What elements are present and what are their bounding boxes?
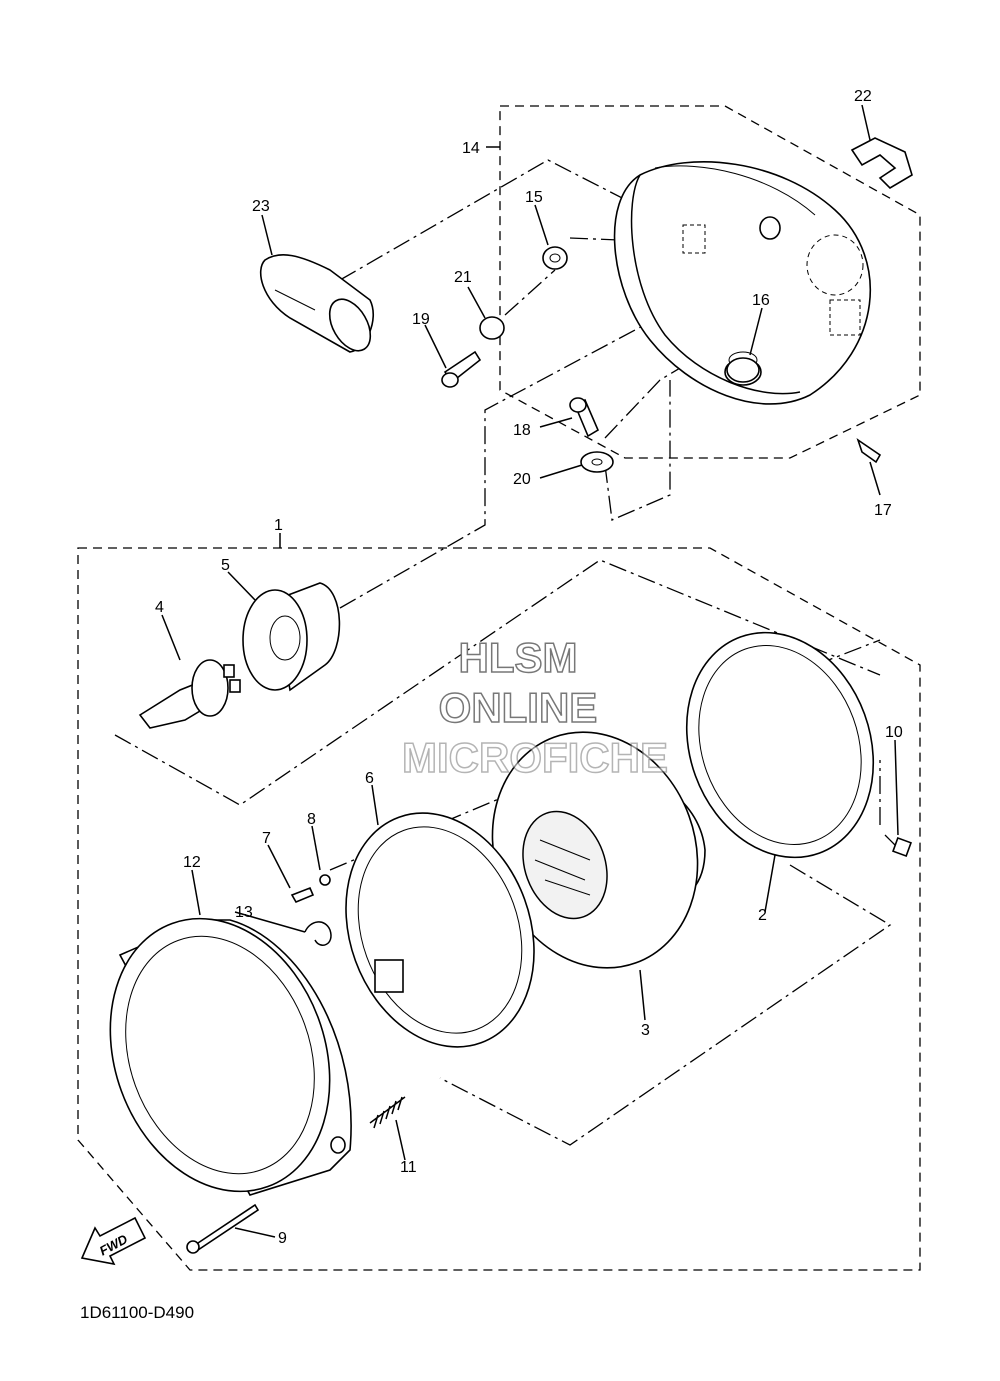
- bolt-18-head: [569, 397, 587, 413]
- callout-12[interactable]: 12: [183, 854, 201, 871]
- bulb-socket-5: [242, 582, 341, 692]
- assembly-line-4: [114, 559, 881, 806]
- rim-2: [685, 631, 875, 859]
- washer-20-hole: [591, 458, 603, 466]
- nut-10: [892, 837, 912, 857]
- assembly-line-10: [879, 760, 896, 846]
- callout-numbers: 1 2 3 4 5 6 7 8 9 10 11 12 13 14 15 16 1…: [155, 88, 903, 1247]
- group-14-frame: [499, 105, 921, 459]
- spring-11: [369, 1096, 406, 1129]
- ring-tab: [374, 959, 404, 993]
- spring-13: [304, 921, 332, 946]
- callout-23[interactable]: 23: [252, 198, 270, 215]
- watermark: HLSM ONLINE MICROFICHE: [401, 633, 669, 782]
- callout-21[interactable]: 21: [454, 269, 472, 286]
- bolt-19-head: [441, 372, 459, 388]
- watermark-line-3: MICROFICHE: [402, 734, 668, 781]
- callout-1[interactable]: 1: [274, 517, 283, 534]
- rubber-sleeve-23: [260, 254, 375, 353]
- bulb-4: [138, 659, 241, 729]
- callout-5[interactable]: 5: [221, 557, 230, 574]
- callout-leaders: [161, 104, 899, 1238]
- assembly-line-2: [439, 864, 892, 1146]
- callout-17[interactable]: 17: [874, 502, 892, 519]
- callout-14[interactable]: 14: [462, 140, 480, 157]
- callout-13[interactable]: 13: [235, 904, 253, 921]
- callout-4[interactable]: 4: [155, 599, 164, 616]
- callout-10[interactable]: 10: [885, 724, 903, 741]
- callout-15[interactable]: 15: [525, 189, 543, 206]
- assembly-line-5: [339, 289, 711, 609]
- callout-3[interactable]: 3: [641, 1022, 650, 1039]
- callout-22[interactable]: 22: [854, 88, 872, 105]
- drawing-code: 1D61100-D490: [80, 1303, 194, 1322]
- washer-20: [580, 451, 614, 473]
- callout-16[interactable]: 16: [752, 292, 770, 309]
- callout-8[interactable]: 8: [307, 811, 316, 828]
- callout-2[interactable]: 2: [758, 907, 767, 924]
- callout-11[interactable]: 11: [400, 1159, 417, 1176]
- lens-unit-3: [491, 731, 706, 969]
- headlight-case-12: [109, 917, 352, 1196]
- callout-20[interactable]: 20: [513, 471, 531, 488]
- screw-9-head: [186, 1240, 200, 1254]
- bracket-clip-22: [850, 137, 913, 190]
- collar-21: [479, 316, 505, 340]
- callout-19[interactable]: 19: [412, 311, 430, 328]
- callout-6[interactable]: 6: [365, 770, 374, 787]
- screw-9: [193, 1203, 260, 1252]
- screw-7: [290, 886, 315, 904]
- fwd-arrow-icon[interactable]: FWD: [80, 1216, 147, 1266]
- callout-7[interactable]: 7: [262, 830, 271, 847]
- callout-9[interactable]: 9: [278, 1230, 287, 1247]
- grommet-15-hole: [549, 253, 561, 263]
- washer-8: [319, 874, 331, 886]
- group-1-frame: [77, 547, 921, 1271]
- grommet-16: [726, 357, 760, 383]
- screw-17: [856, 438, 882, 464]
- mounting-ring-6: [345, 812, 535, 1048]
- grommet-15: [542, 246, 568, 270]
- watermark-line-2: ONLINE: [439, 684, 598, 731]
- callout-18[interactable]: 18: [513, 422, 531, 439]
- watermark-line-1: HLSM: [459, 634, 578, 681]
